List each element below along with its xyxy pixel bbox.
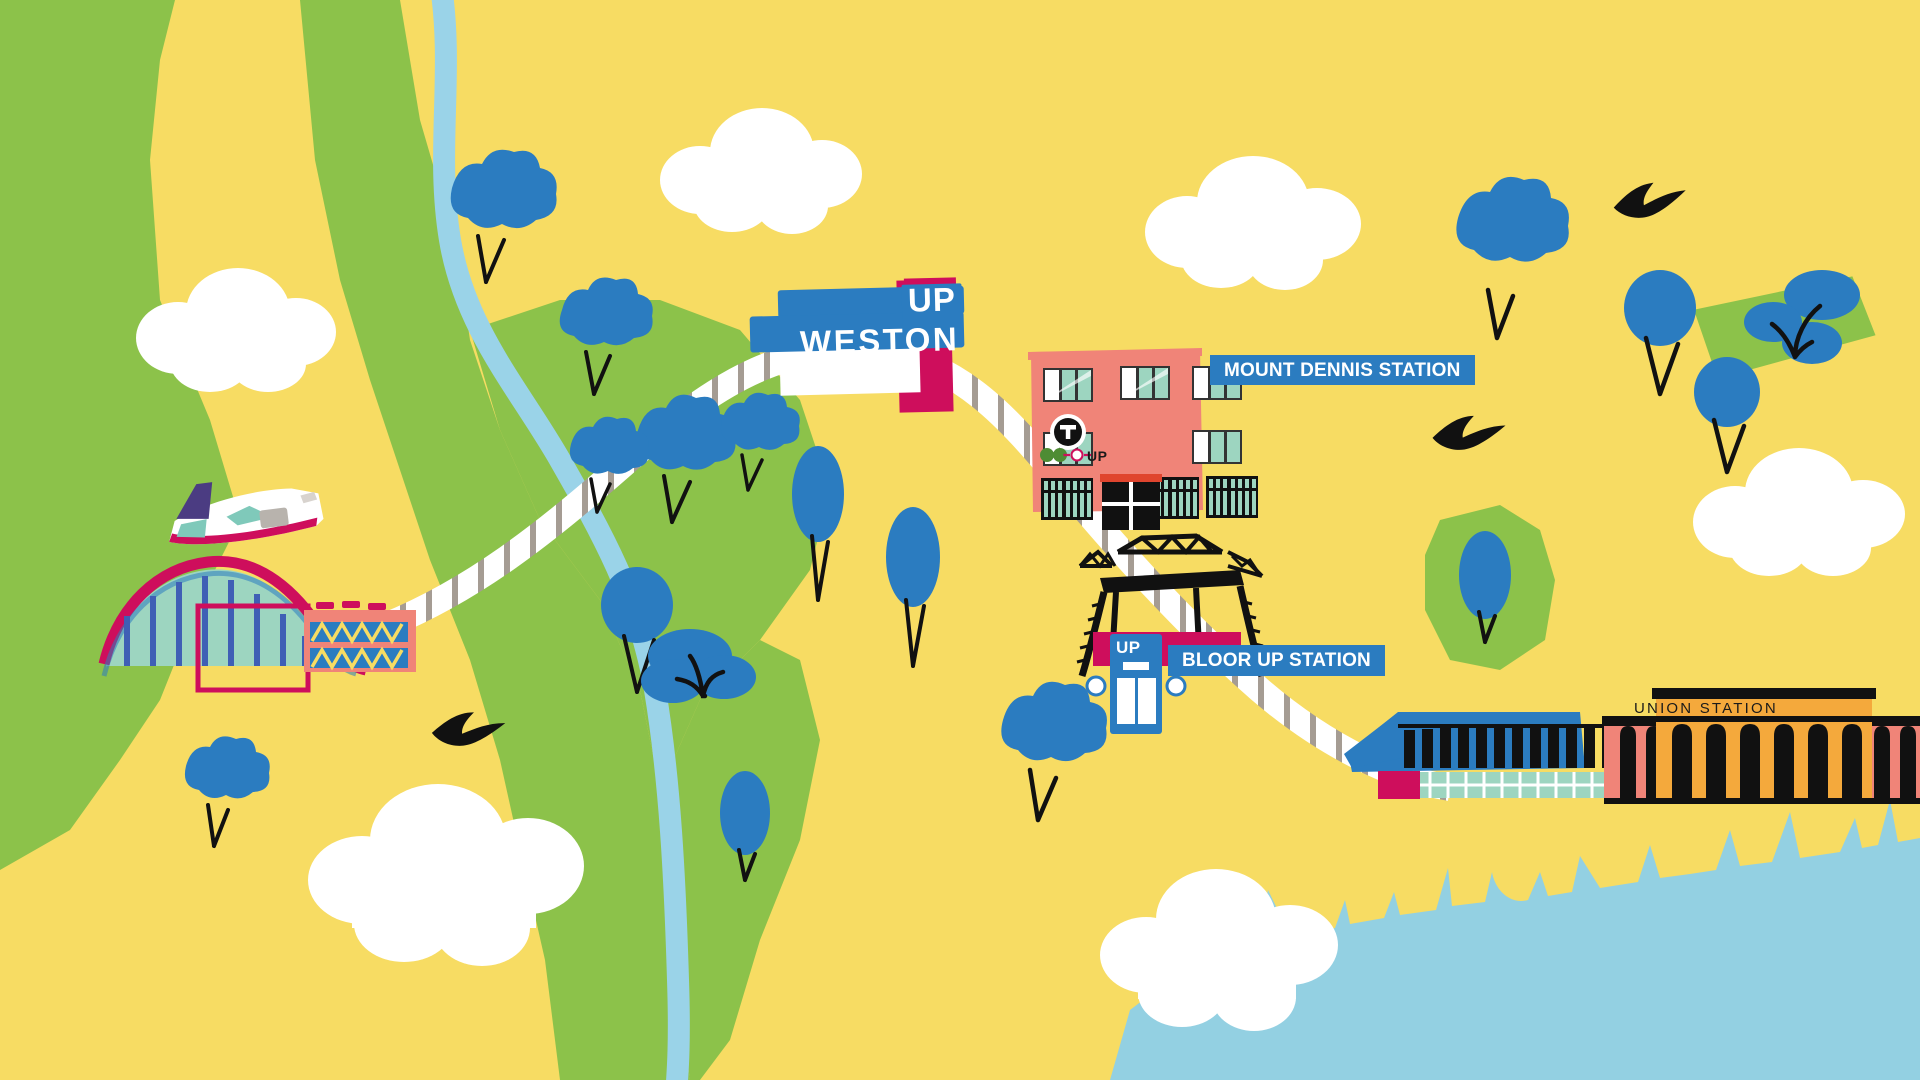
tree <box>720 771 770 882</box>
tree-cluster <box>1744 270 1860 364</box>
cloud <box>660 108 862 234</box>
go-brand-text: GO <box>1042 448 1065 464</box>
airplane-icon <box>169 482 324 545</box>
cloud <box>136 268 336 392</box>
station-label-union: UNION STATION <box>1634 700 1778 717</box>
cloud <box>1145 156 1361 290</box>
up-brand-weston-sign: UP <box>907 280 957 319</box>
tree <box>569 416 649 514</box>
up-brand-mount-dennis: UP <box>1087 448 1108 464</box>
tree <box>1694 357 1760 475</box>
tree <box>1624 270 1696 397</box>
weston-station-sign <box>749 277 965 413</box>
tree <box>1459 531 1511 644</box>
cloud <box>1100 869 1338 1031</box>
birds <box>431 182 1686 746</box>
clouds <box>136 108 1905 1031</box>
up-brand-bloor-kiosk: UP <box>1116 638 1141 657</box>
lake-waterfront <box>1110 800 1920 1080</box>
bird-icon <box>1432 415 1506 450</box>
tree <box>184 736 270 848</box>
tree-cluster <box>641 629 756 703</box>
tree <box>1001 681 1107 823</box>
go-transit-logo-icon <box>1040 448 1067 462</box>
bird-icon <box>1613 182 1686 218</box>
station-label-mount-dennis[interactable]: MOUNT DENNIS STATION <box>1210 355 1475 385</box>
tree <box>559 277 653 396</box>
cloud <box>1693 448 1905 576</box>
up-mark-icon <box>1063 448 1091 462</box>
tree <box>635 394 736 524</box>
ttc-logo-icon <box>1050 414 1086 450</box>
union-station-complex <box>1344 688 1920 804</box>
airport-terminal <box>98 555 416 693</box>
tree <box>1456 176 1569 341</box>
entrance-door <box>1102 482 1160 530</box>
union-station-facade <box>1602 688 1920 804</box>
station-label-weston: WESTON <box>799 320 960 361</box>
tree <box>886 507 940 668</box>
cloud <box>308 784 584 966</box>
bird-icon <box>431 712 506 746</box>
tree <box>720 392 800 492</box>
railway-line <box>348 336 1453 801</box>
tree <box>450 149 557 284</box>
river <box>431 0 690 1080</box>
trees <box>184 149 1860 882</box>
station-label-bloor-up[interactable]: BLOOR UP STATION <box>1168 645 1385 676</box>
tree <box>792 446 844 602</box>
